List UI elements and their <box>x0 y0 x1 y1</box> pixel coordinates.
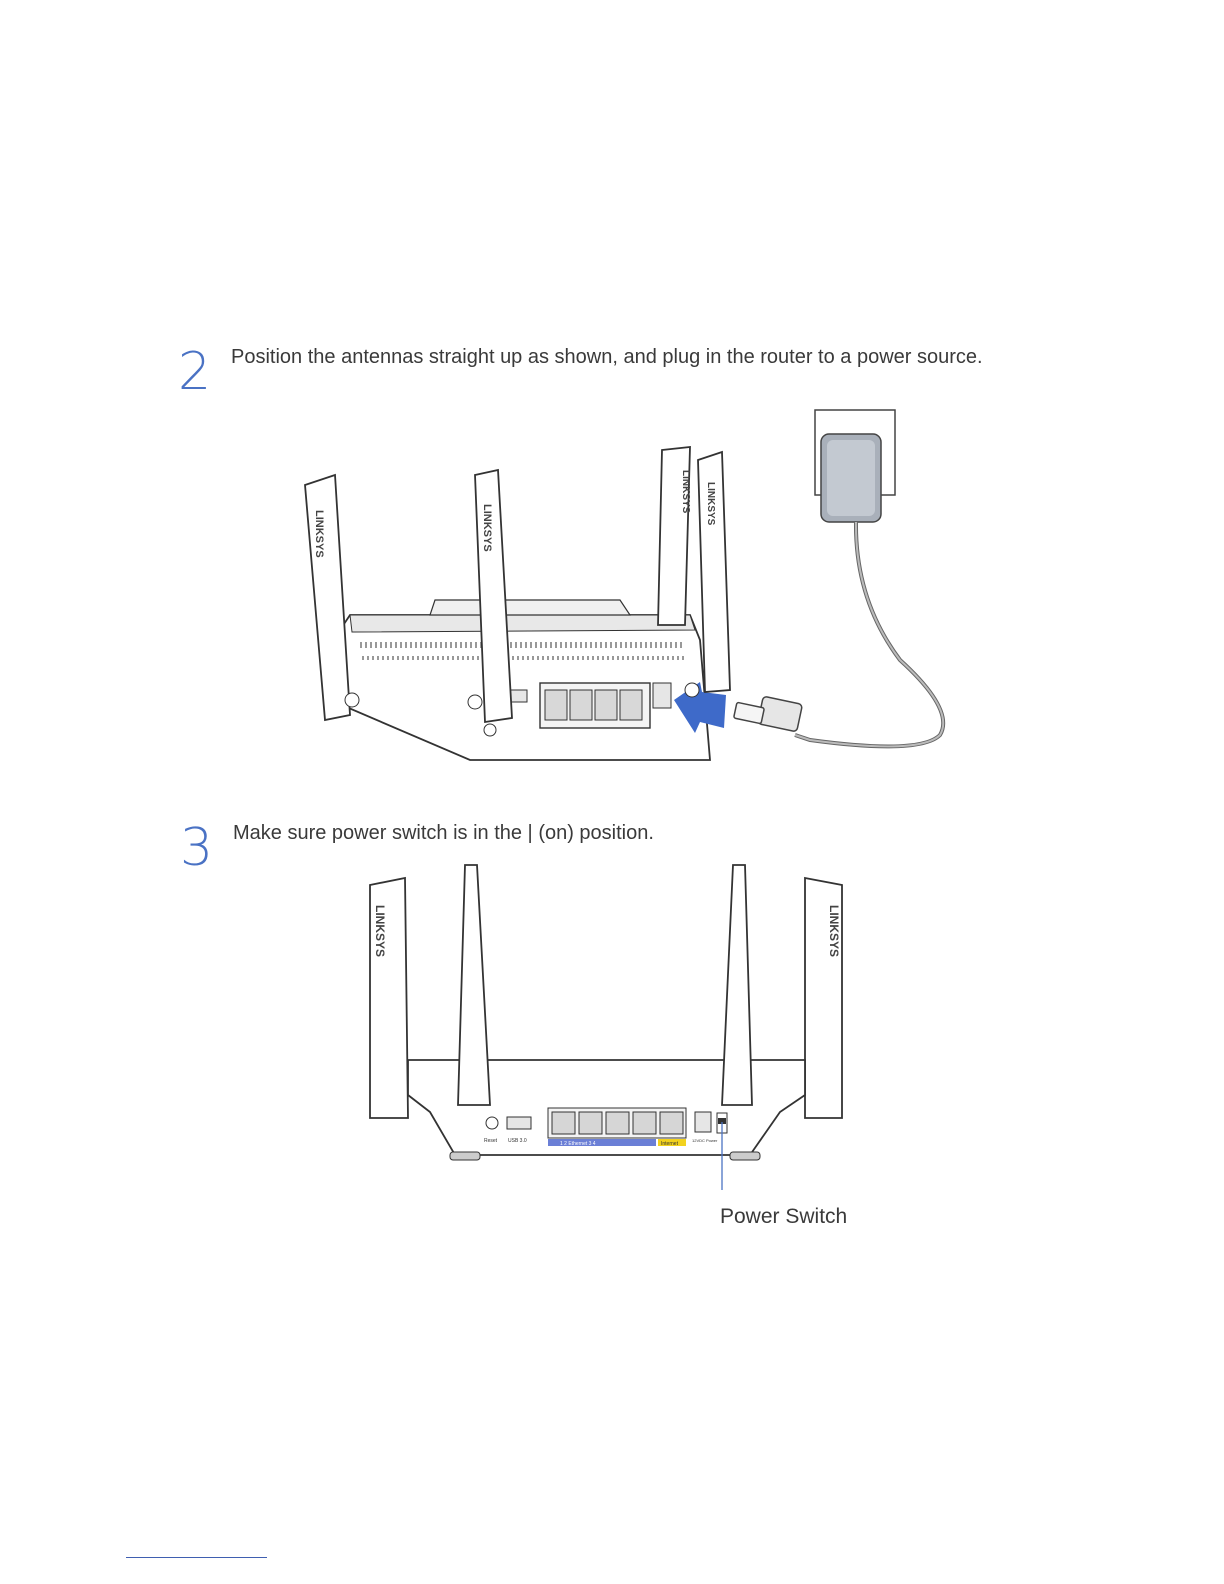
ethernet-label: 1 2 Ethernet 3 4 <box>560 1141 596 1147</box>
router-body <box>320 600 710 760</box>
router-power-illustration: LINKSYS LINKSYS LINKSYS LINKSYS <box>290 400 970 780</box>
power-adapter <box>734 410 944 746</box>
power-switch-label: Power Switch <box>720 1205 847 1229</box>
antenna-brand-label: LINKSYS <box>680 470 691 514</box>
usb-label: USB 3.0 <box>508 1138 527 1144</box>
antenna-inner-right <box>722 865 752 1105</box>
antenna-brand-label: LINKSYS <box>313 510 325 558</box>
reset-label: Reset <box>484 1138 498 1144</box>
footnote-divider <box>126 1557 267 1558</box>
antenna-brand-label: LINKSYS <box>373 905 387 957</box>
router-rear-illustration: LINKSYS LINKSYS Reset USB 3.0 1 2 Eth <box>360 860 860 1190</box>
power-label: 12VDC Power <box>692 1138 718 1143</box>
antenna-inner-left <box>458 865 490 1105</box>
antenna-brand-label: LINKSYS <box>827 905 841 957</box>
antenna-brand-label: LINKSYS <box>481 504 493 552</box>
internet-label: Internet <box>661 1141 679 1147</box>
step-3-instruction: Make sure power switch is in the | (on) … <box>233 822 654 845</box>
antenna-rear-right: LINKSYS <box>658 447 691 625</box>
antenna-right-outer: LINKSYS <box>805 878 842 1118</box>
antenna-left-outer: LINKSYS <box>370 878 408 1118</box>
step-2-instruction: Position the antennas straight up as sho… <box>231 346 983 369</box>
step-3-number: 3 <box>180 822 213 874</box>
step-2-number: 2 <box>178 346 211 398</box>
antenna-brand-label: LINKSYS <box>705 482 716 526</box>
